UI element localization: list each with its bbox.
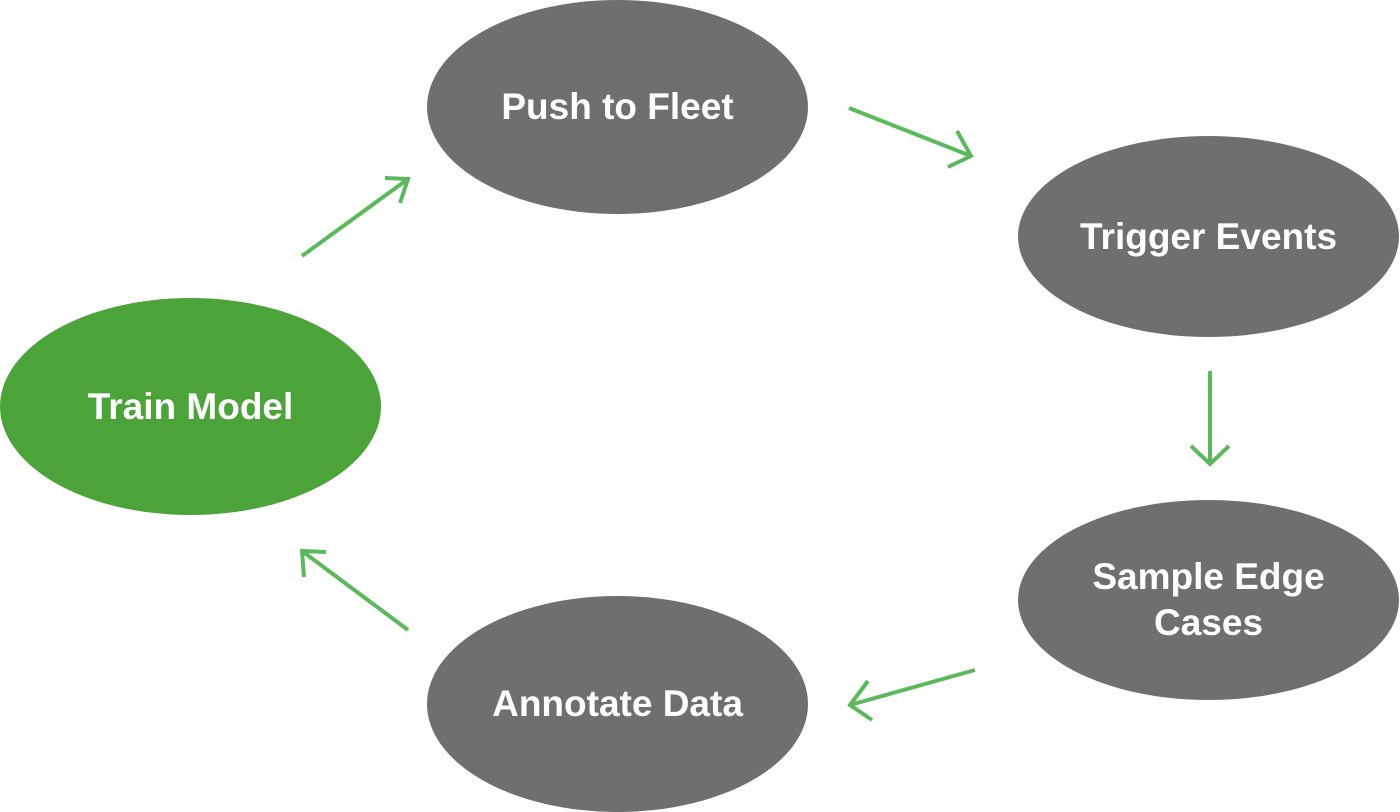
arrow-annotate-to-train [299, 548, 410, 632]
arrow-head [1189, 444, 1231, 467]
node-label: Sample Edge Cases [1092, 556, 1325, 643]
arrow-push-to-trigger [848, 106, 974, 169]
node-train-model: Train Model [0, 298, 381, 515]
arrow-head [299, 548, 327, 578]
node-push-to-fleet: Push to Fleet [427, 0, 808, 214]
arrow-sample-to-annotate [847, 668, 976, 722]
node-trigger-events: Trigger Events [1018, 136, 1399, 337]
arrow-head [947, 130, 974, 169]
arrow-head [847, 679, 874, 722]
arrow-shaft [300, 177, 410, 258]
node-label: Train Model [87, 385, 294, 427]
arrow-train-to-push [300, 176, 411, 258]
node-label: Push to Fleet [501, 86, 734, 127]
arrow-shaft [848, 106, 972, 158]
arrow-shaft [300, 549, 410, 632]
node-label: Trigger Events [1079, 215, 1338, 257]
arrow-shaft [849, 668, 976, 707]
arrow-trigger-to-sample [1189, 371, 1231, 467]
node-label: Annotate Data [492, 683, 743, 724]
arrow-head [384, 176, 411, 204]
node-sample-edge-cases: Sample Edge Cases [1018, 500, 1399, 700]
node-annotate-data: Annotate Data [427, 596, 808, 812]
